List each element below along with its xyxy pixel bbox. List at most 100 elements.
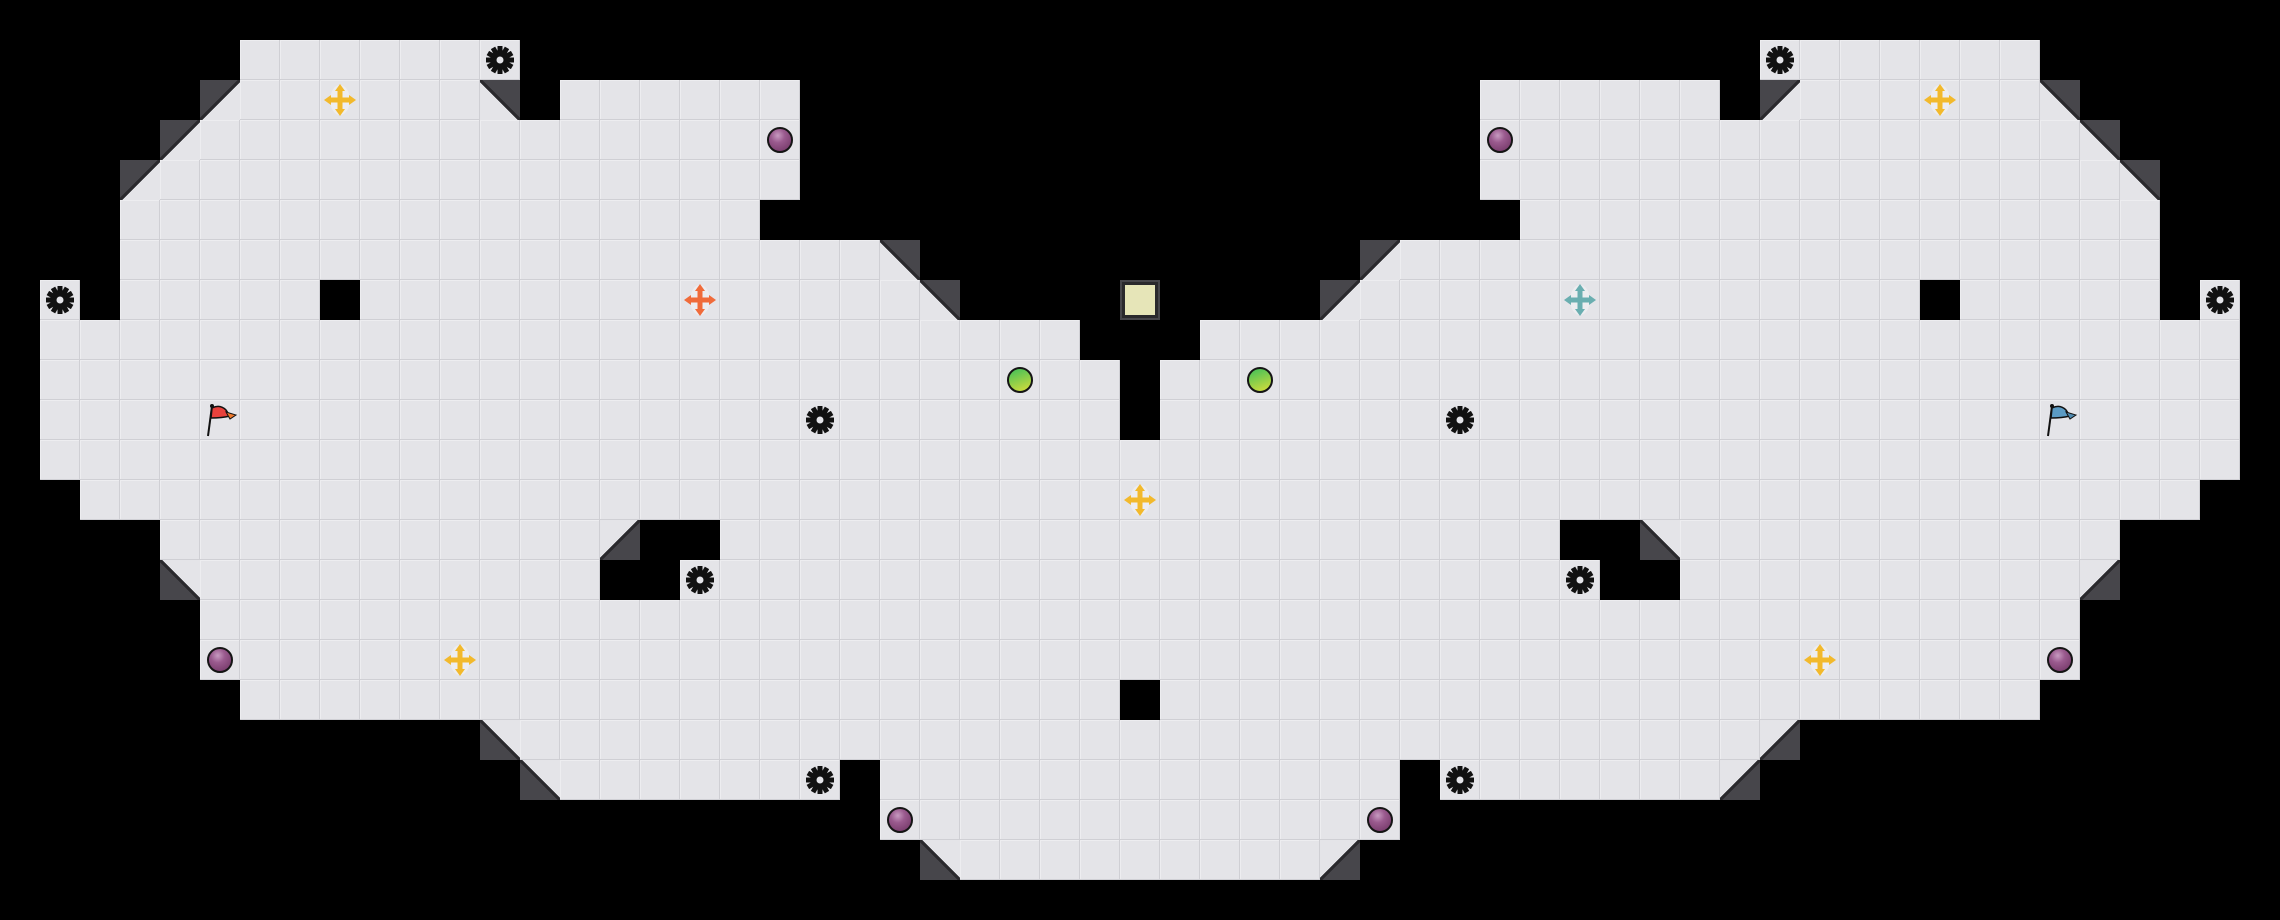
- floor-tile: [760, 400, 800, 440]
- wall-tile: [2240, 440, 2280, 480]
- floor-tile: [600, 400, 640, 440]
- floor-tile: [600, 720, 640, 760]
- floor-tile: [160, 280, 200, 320]
- floor-tile: [1040, 640, 1080, 680]
- floor-tile: [1280, 680, 1320, 720]
- wall-tile: [1520, 800, 1560, 840]
- floor-tile: [960, 400, 1000, 440]
- floor-tile: [360, 680, 400, 720]
- floor-tile: [360, 40, 400, 80]
- floor-tile: [520, 520, 560, 560]
- boost-arrows-icon: [440, 640, 480, 680]
- floor-tile: [1440, 680, 1480, 720]
- wall-tile: [1160, 320, 1200, 360]
- wall-tile: [1120, 880, 1160, 920]
- wall-diagonal: [2040, 80, 2080, 120]
- floor-tile: [1080, 560, 1120, 600]
- floor-tile: [520, 160, 560, 200]
- floor-tile: [1520, 320, 1560, 360]
- floor-tile: [320, 640, 360, 680]
- wall-tile: [1120, 680, 1160, 720]
- floor-tile: [1720, 440, 1760, 480]
- wall-tile: [1400, 200, 1440, 240]
- floor-tile: [960, 360, 1000, 400]
- floor-tile: [720, 640, 760, 680]
- wall-tile: [1640, 40, 1680, 80]
- floor-tile: [920, 320, 960, 360]
- floor-tile: [560, 560, 600, 600]
- floor-tile: [1400, 400, 1440, 440]
- floor-tile: [320, 360, 360, 400]
- floor-tile: [720, 720, 760, 760]
- wall-tile: [320, 720, 360, 760]
- floor-tile: [560, 520, 600, 560]
- floor-tile: [2000, 480, 2040, 520]
- wall-tile: [1920, 720, 1960, 760]
- floor-tile: [40, 320, 80, 360]
- floor-tile: [1440, 640, 1480, 680]
- floor-tile: [1560, 480, 1600, 520]
- floor-tile: [280, 440, 320, 480]
- floor-tile: [1960, 120, 2000, 160]
- floor-tile: [2200, 400, 2240, 440]
- floor-tile: [880, 280, 920, 320]
- floor-tile: [720, 680, 760, 720]
- wall-tile: [0, 320, 40, 360]
- floor-tile: [1240, 400, 1280, 440]
- floor-tile: [1520, 440, 1560, 480]
- floor-tile: [1880, 360, 1920, 400]
- floor-tile: [1560, 120, 1600, 160]
- floor-tile: [600, 240, 640, 280]
- wall-tile: [320, 0, 360, 40]
- floor-tile: [1560, 240, 1600, 280]
- wall-tile: [2040, 40, 2080, 80]
- red-flag-icon: [200, 400, 240, 440]
- floor-tile: [1440, 480, 1480, 520]
- floor-tile: [440, 120, 480, 160]
- floor-tile: [1160, 440, 1200, 480]
- floor-tile: [1480, 80, 1520, 120]
- floor-tile: [2120, 200, 2160, 240]
- floor-tile: [440, 240, 480, 280]
- floor-tile: [1440, 600, 1480, 640]
- floor-tile: [240, 560, 280, 600]
- floor-tile: [1320, 760, 1360, 800]
- floor-tile: [880, 400, 920, 440]
- floor-tile: [2080, 160, 2120, 200]
- floor-tile: [1600, 760, 1640, 800]
- floor-tile: [1000, 600, 1040, 640]
- floor-tile: [800, 440, 840, 480]
- floor-tile: [2080, 480, 2120, 520]
- floor-tile: [320, 600, 360, 640]
- floor-tile: [920, 600, 960, 640]
- floor-tile: [240, 400, 280, 440]
- wall-diagonal: [1320, 280, 1360, 320]
- floor-tile: [320, 480, 360, 520]
- wall-tile: [120, 520, 160, 560]
- floor-tile: [2160, 440, 2200, 480]
- floor-tile: [1040, 600, 1080, 640]
- floor-tile: [1400, 600, 1440, 640]
- floor-tile: [1640, 480, 1680, 520]
- floor-tile: [400, 280, 440, 320]
- floor-tile: [280, 40, 320, 80]
- floor-tile: [480, 680, 520, 720]
- wall-tile: [1440, 200, 1480, 240]
- floor-tile: [1360, 600, 1400, 640]
- floor-tile: [1360, 560, 1400, 600]
- spike-gear-icon: [1440, 400, 1480, 440]
- floor-tile: [640, 480, 680, 520]
- wall-tile: [0, 440, 40, 480]
- wall-tile: [1720, 40, 1760, 80]
- wall-tile: [800, 120, 840, 160]
- floor-tile: [1680, 480, 1720, 520]
- floor-tile: [280, 680, 320, 720]
- floor-tile: [1200, 480, 1240, 520]
- floor-tile: [1160, 600, 1200, 640]
- floor-tile: [1120, 840, 1160, 880]
- floor-tile: [160, 200, 200, 240]
- floor-tile: [640, 360, 680, 400]
- floor-tile: [600, 280, 640, 320]
- floor-tile: [2040, 600, 2080, 640]
- wall-tile: [1600, 40, 1640, 80]
